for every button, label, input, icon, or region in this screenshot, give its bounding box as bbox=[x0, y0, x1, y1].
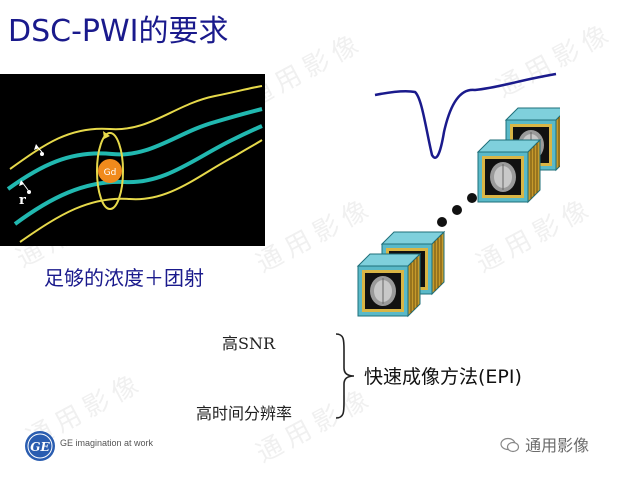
arrow-head-icon bbox=[34, 144, 39, 150]
signal-time-curve bbox=[374, 72, 557, 159]
corner-watermark-text: 通用影像 bbox=[525, 436, 590, 455]
radius-label: r bbox=[19, 193, 26, 208]
vessel-illustration: Gd r bbox=[6, 85, 263, 243]
vessel-diagram: Gd r bbox=[0, 74, 265, 246]
vessel-lumen-lower bbox=[13, 124, 263, 226]
vessel-wall-upper bbox=[9, 85, 263, 170]
brace-icon bbox=[335, 333, 355, 419]
bolus-ring bbox=[96, 132, 124, 210]
radius-point bbox=[27, 190, 31, 194]
epi-volume-cube bbox=[357, 253, 421, 317]
vessel-wall-lower bbox=[19, 139, 263, 243]
svg-text:GE: GE bbox=[30, 440, 50, 454]
bolus-caption: 足够的浓度＋团射 bbox=[44, 266, 204, 290]
epi-volume-cube bbox=[477, 139, 541, 203]
ge-tagline: GE imagination at work bbox=[60, 438, 154, 448]
high-snr-label: 高SNR bbox=[222, 334, 276, 353]
arrow-head-icon bbox=[19, 180, 24, 186]
flow-arrow-icon bbox=[103, 131, 110, 139]
wechat-icon bbox=[500, 437, 520, 453]
slide-title: DSC-PWI的要求 bbox=[8, 14, 229, 49]
ellipsis-dot bbox=[467, 193, 477, 203]
contrast-bolus bbox=[98, 159, 122, 183]
ellipsis-dot bbox=[437, 217, 447, 227]
vessel-lumen-upper bbox=[6, 107, 263, 191]
contrast-label: Gd bbox=[104, 168, 117, 178]
radius-point bbox=[40, 152, 44, 156]
signal-curve-line bbox=[374, 72, 557, 159]
fast-imaging-method-label: 快速成像方法(EPI) bbox=[364, 366, 522, 388]
corner-watermark: 通用影像 bbox=[500, 432, 589, 456]
ellipsis-dot bbox=[452, 205, 462, 215]
high-temporal-resolution-label: 高时间分辨率 bbox=[196, 404, 293, 423]
epi-image-stack bbox=[357, 107, 560, 317]
ge-logo-icon: GE bbox=[25, 431, 55, 461]
